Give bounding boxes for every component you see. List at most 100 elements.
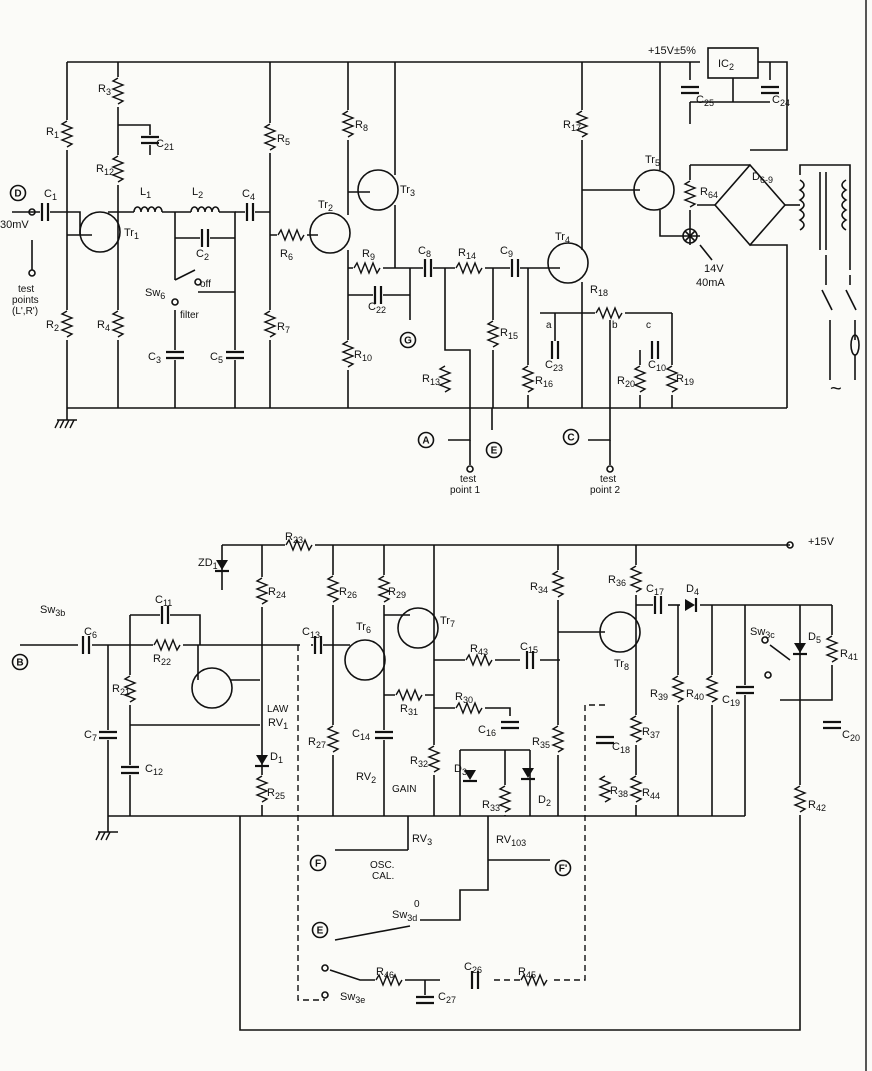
transformer-primary: [798, 179, 805, 231]
rv1-law: LAW: [267, 704, 289, 715]
r43-resistor: [465, 653, 493, 667]
sw3d-label: Sw3d: [392, 909, 417, 923]
r5-resistor: [263, 123, 277, 151]
regulator-label: IC2: [718, 58, 734, 72]
r16-resistor: [521, 365, 535, 393]
r32-label: R32: [410, 755, 428, 769]
r8-label: R8: [355, 119, 368, 133]
r42-resistor: [793, 785, 807, 813]
terminal-c: C: [562, 428, 580, 446]
input-level: 30mV: [0, 219, 29, 231]
top-circuit: [12, 47, 860, 473]
svg-text:E: E: [491, 446, 498, 457]
r45-resistor: [520, 973, 548, 987]
r13-resistor: [438, 365, 452, 393]
supply-voltage-label: +15V±5%: [648, 45, 696, 57]
tr1-label: Tr1: [124, 227, 139, 241]
c13-label: C13: [302, 626, 320, 640]
r35-resistor: [551, 725, 565, 753]
diode-icon: [793, 643, 807, 656]
c27-label: C27: [438, 991, 456, 1005]
r32-resistor: [427, 745, 441, 773]
sw6-filter: filter: [180, 310, 200, 321]
component-labels: R1R2R3R4R5R6R7R8R9R10R12R13R14R15R16R17R…: [44, 83, 860, 1005]
tr3-transistor: [357, 169, 399, 211]
r22-resistor: [153, 638, 181, 652]
r30-resistor: [455, 701, 483, 715]
lamp-voltage: 14V: [704, 263, 724, 275]
d4-label: D4: [686, 583, 699, 597]
c3-label: C3: [148, 351, 161, 365]
tr1-transistor: [79, 211, 121, 253]
diode-icon: [215, 560, 229, 573]
r21-resistor: [123, 675, 137, 703]
r38-label: R38: [610, 785, 628, 799]
r36-label: R36: [608, 574, 626, 588]
r44-resistor: [629, 775, 643, 803]
test-point-1-line1: test: [460, 474, 476, 485]
r19-resistor: [665, 365, 679, 393]
c4-label: C4: [242, 188, 255, 202]
c11-label: C11: [155, 594, 172, 608]
c12-label: C12: [145, 763, 163, 777]
c6-label: C6: [84, 626, 97, 640]
svg-text:F': F': [559, 864, 568, 875]
r15-resistor: [486, 320, 500, 348]
r23-label: R23: [285, 531, 303, 545]
tr5-label: Tr5: [645, 154, 660, 168]
r20-resistor: [633, 365, 647, 393]
zd1-label: ZD1: [198, 557, 218, 571]
c15-label: C15: [520, 641, 538, 655]
terminal-f-prime: F': [554, 859, 572, 877]
sw3c-label: Sw3c: [750, 626, 775, 640]
r19-label: R19: [676, 373, 694, 387]
r2-label: R2: [46, 319, 59, 333]
sw3d-zero: 0: [414, 899, 420, 910]
bridge-rectifier: [713, 163, 787, 247]
r18-label: R18: [590, 284, 608, 298]
diode-icon: [255, 755, 269, 768]
r12-label: R12: [96, 163, 114, 177]
terminal-a: A: [417, 431, 435, 449]
r26-label: R26: [339, 586, 357, 600]
tr2-transistor: [309, 212, 351, 254]
r18-resistor: [595, 306, 623, 320]
c18-label: C18: [612, 741, 630, 755]
c23-label: C23: [545, 359, 563, 373]
r43-label: R43: [470, 643, 488, 657]
r27-resistor: [326, 725, 340, 753]
tr4-transistor: [547, 242, 589, 284]
c22-label: C22: [368, 301, 386, 315]
test-point-2-line1: test: [600, 474, 616, 485]
c26-label: C26: [464, 961, 482, 975]
r40-label: R40: [686, 688, 704, 702]
r14-label: R14: [458, 247, 476, 261]
tr5-transistor: [633, 169, 675, 211]
r10-resistor: [341, 340, 355, 368]
r35-label: R35: [532, 736, 550, 750]
r9-label: R9: [362, 248, 375, 262]
r46-resistor: [375, 973, 403, 987]
r39-resistor: [671, 675, 685, 703]
r45-label: R45: [518, 966, 536, 980]
l1-label: L1: [140, 186, 151, 200]
r30-label: R30: [455, 691, 473, 705]
c16-label: C16: [478, 724, 496, 738]
terminal-b: B: [11, 653, 29, 671]
r17-resistor: [575, 110, 589, 138]
diode-icon: [685, 598, 698, 612]
r4-resistor: [111, 310, 125, 338]
svg-text:F: F: [315, 859, 321, 870]
tr7-transistor: [397, 607, 439, 649]
top-transistors: [79, 169, 675, 284]
svg-text:E: E: [317, 926, 324, 937]
r9-resistor: [353, 261, 381, 275]
c21-label: C21: [156, 138, 174, 152]
r6-label: R6: [280, 248, 293, 262]
c5-label: C5: [210, 351, 223, 365]
rv2-gain: GAIN: [392, 784, 416, 795]
r44-label: R44: [642, 787, 660, 801]
r37-resistor: [629, 715, 643, 743]
rv3-osc: OSC.: [370, 860, 394, 871]
